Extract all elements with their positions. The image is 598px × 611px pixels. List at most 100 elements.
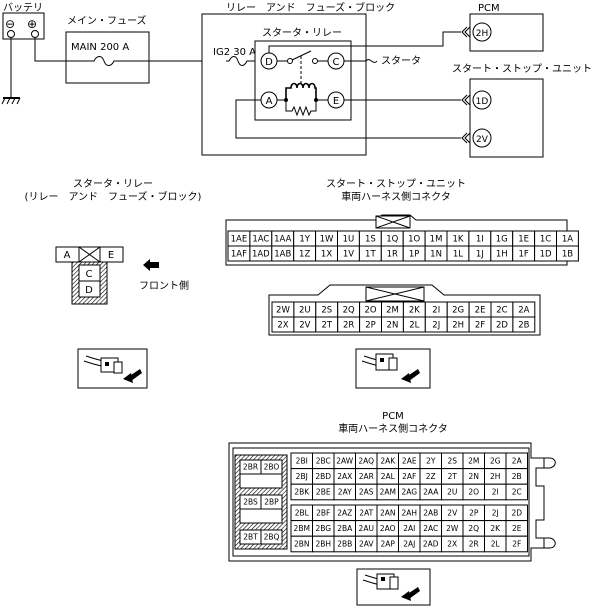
connector-pin-label: 2D [511, 509, 522, 518]
connector-pin-label: 2W [446, 524, 459, 533]
connector-pin-label: 2AQ [358, 457, 374, 466]
ig2-fuse-label: IG2 30 A [213, 47, 256, 58]
battery-negative-terminal: ⊖ [5, 17, 15, 31]
connector-pin-label: 2AL [381, 472, 396, 481]
connector-pin-label: 2BJ [296, 472, 308, 481]
connector-pin-label: 2X [277, 321, 288, 331]
connector-pin-label: 2AI [403, 524, 415, 533]
connector-pin-label: 2E [475, 306, 486, 316]
ssu-pin-2v [472, 128, 492, 148]
terminal-d-label: D [265, 57, 273, 68]
connector-chevron-icon [461, 132, 471, 144]
ssu-pin-1d-label: 1D [476, 97, 489, 107]
connector-pin-label: 2BO [264, 463, 280, 472]
connector-pin-label: 2I [492, 488, 499, 497]
connector-pin-label: 2AW [336, 457, 353, 466]
connector-pin-label: 2S [447, 457, 457, 466]
ssu-connector-title: スタート・ストップ・ユニット [326, 178, 466, 190]
connector-pin-label: 2V [447, 509, 458, 518]
connector-pin-label: 2BE [316, 488, 331, 497]
relay-connector-view: スタータ・リレー (リレー アンド フューズ・ブロック) A E C D フロン… [25, 178, 202, 389]
connector-pin-label: 2J [432, 321, 440, 331]
terminal-c-label: C [333, 57, 340, 68]
connector-pin-cell [260, 459, 283, 475]
circuit-diagram: バッテリ ⊖ ⊕ メイン・フューズ MAIN 200 A リレー アンド フュー… [1, 1, 592, 158]
connector-pin-label: 2AG [401, 488, 417, 497]
battery-neg-post [7, 30, 15, 38]
battery-positive-terminal: ⊕ [27, 17, 37, 31]
relay-pin-d-label: D [85, 285, 93, 296]
front-arrow-icon [143, 259, 159, 271]
connector-pin-label: 1Y [299, 235, 310, 245]
connector-pin-label: 2E [512, 524, 522, 533]
connector-pin-cell [260, 529, 283, 545]
connector-pin-label: 2O [468, 488, 479, 497]
connector-pin-label: 1I [476, 235, 484, 245]
connector-pin-label: 2AJ [403, 540, 415, 549]
block-title: リレー アンド フューズ・ブロック [226, 1, 395, 14]
connector-pin-label: 1A [562, 235, 573, 245]
ssu-pin-1d [472, 90, 492, 110]
connector-pin-label: 2J [492, 509, 499, 518]
connector-pin-label: 2K [490, 524, 501, 533]
connector-pin-label: 2O [364, 306, 376, 316]
connector-pin-label: 2BA [337, 524, 353, 533]
ig2-fuse-icon [226, 56, 252, 66]
starter-leader-line [365, 59, 378, 63]
pcm-title: PCM [478, 3, 500, 14]
relay-pin-d [78, 280, 101, 298]
connector-pin-label: 2AZ [337, 509, 352, 518]
relay-switch-icon [277, 50, 328, 85]
connector-pin-label: 2AA [423, 488, 439, 497]
terminal-e-label: E [333, 96, 339, 107]
connector-pin-cell [512, 316, 536, 333]
connector-pin-label: 2AD [423, 540, 439, 549]
starter-label: スタータ [381, 55, 421, 67]
connector-pin-label: 2A [512, 457, 523, 466]
connector-pin-label: 2R [343, 321, 354, 331]
ground-icon [1, 97, 21, 105]
fuse-icon [66, 56, 149, 66]
connector-pin-label: 2BD [315, 472, 331, 481]
pcm-connector-subtitle: 車両ハーネス側コネクタ [338, 422, 448, 435]
battery-label: バッテリ [3, 2, 43, 14]
connector-pin-label: 2BT [243, 533, 258, 542]
connector-pin-label: 1J [476, 250, 484, 260]
pcm-pin-2h-label: 2H [476, 29, 489, 39]
connector-pin-label: 2BH [315, 540, 331, 549]
connector-pin-label: 1H [496, 250, 508, 260]
connector-pin-label: 2I [432, 306, 440, 316]
connector-pin-label: 2B [518, 321, 529, 331]
connector-plug-icon [355, 348, 431, 389]
connector-pin-label: 2BI [296, 457, 308, 466]
connector-pin-label: 2P [469, 509, 479, 518]
connector-pin-label: 2BL [295, 509, 310, 518]
connector-pin-label: 1E [518, 235, 529, 245]
connector-pin-label: 2AV [359, 540, 374, 549]
connector-pin-label: 2U [447, 488, 457, 497]
connector-pin-label: 1K [452, 235, 463, 245]
connector-pin-label: 2C [496, 306, 507, 316]
connector-pin-label: 1C [540, 235, 551, 245]
battery-pos-post [31, 30, 39, 38]
connector-pin-label: 2M [468, 457, 479, 466]
connector-pin-cell [260, 494, 283, 510]
connector-pin-label: 2BC [316, 457, 331, 466]
connector-pin-label: 1N [430, 250, 442, 260]
pcm-pin-2h [472, 22, 492, 42]
connector-pin-label: 1M [430, 235, 443, 245]
connector-pin-label: 2N [469, 472, 479, 481]
connector-pin-label: 1T [365, 250, 376, 260]
connector-pin-label: 1B [562, 250, 573, 260]
connector-pin-cell [505, 483, 528, 501]
connector-pin-label: 2Y [426, 457, 436, 466]
connector-pin-label: 2BN [294, 540, 310, 549]
relay-pin-a-label: A [64, 250, 71, 261]
connector-pin-label: 1Z [299, 250, 310, 260]
connector-pin-cell [556, 245, 579, 262]
